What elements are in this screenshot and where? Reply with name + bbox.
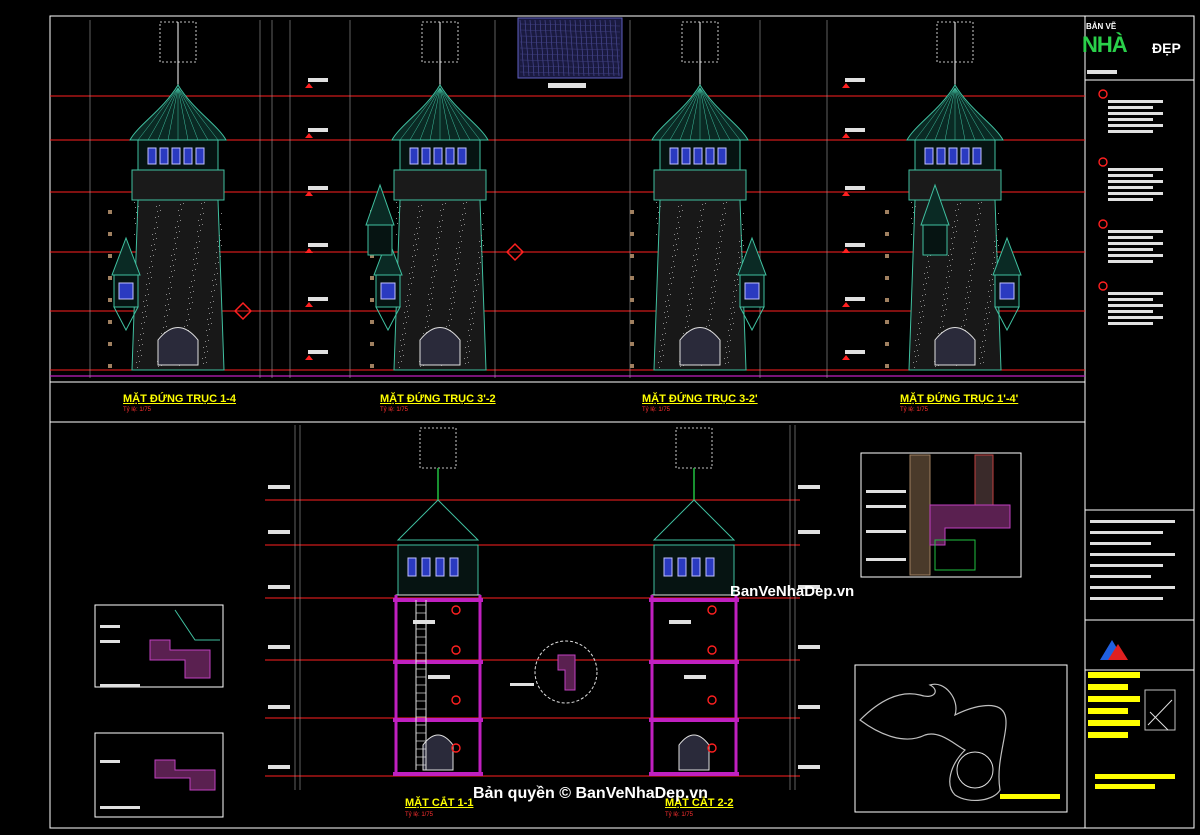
elevation-title-1: MẶT ĐỨNG TRỤC 1-4: [123, 393, 237, 405]
title-block: [1085, 70, 1194, 789]
detail-box-right-top: [860, 452, 1022, 578]
elevation-towers: [108, 21, 1022, 371]
logo-sub-text: ĐẸP: [1152, 40, 1181, 56]
material-sample: [517, 17, 623, 88]
detail-box-left-top: [94, 604, 224, 688]
detail-box-left-bottom: [94, 732, 224, 818]
section-drawings: [393, 427, 739, 776]
logo-top-text: BẢN VẼ: [1086, 22, 1117, 31]
elevation-scale-3: Tỷ lệ: 1/75: [642, 407, 671, 413]
elevation-scale-4: Tỷ lệ: 1/75: [900, 407, 929, 413]
elevation-title-4: MẶT ĐỨNG TRỤC 1'-4': [900, 393, 1019, 405]
section-title-1: MẶT CẮT 1-1: [405, 797, 474, 809]
elevation-scale-1: Tỷ lệ: 1/75: [123, 407, 152, 413]
section-title-2: MẶT CẮT 2-2: [665, 797, 734, 809]
elevation-title-2: MẶT ĐỨNG TRỤC 3'-2: [380, 393, 496, 405]
watermark-copyright: Bản quyền © BanVeNhaDep.vn: [473, 785, 708, 802]
brand-logo: BẢN VẼ NHÀ ĐẸP: [1078, 12, 1190, 64]
section-scale-2: Tỷ lệ: 1/75: [665, 812, 694, 818]
detail-callout-circle: [510, 640, 598, 704]
elevation-scale-2: Tỷ lệ: 1/75: [380, 407, 409, 413]
logo-main-text: NHÀ: [1082, 32, 1128, 57]
site-plan-box: [854, 664, 1068, 813]
watermark-site: BanVeNhaDep.vn: [730, 583, 855, 600]
section-scale-1: Tỷ lệ: 1/75: [405, 812, 434, 818]
company-logo-mark: [1100, 640, 1128, 660]
elevation-title-3: MẶT ĐỨNG TRỤC 3-2': [642, 393, 758, 405]
